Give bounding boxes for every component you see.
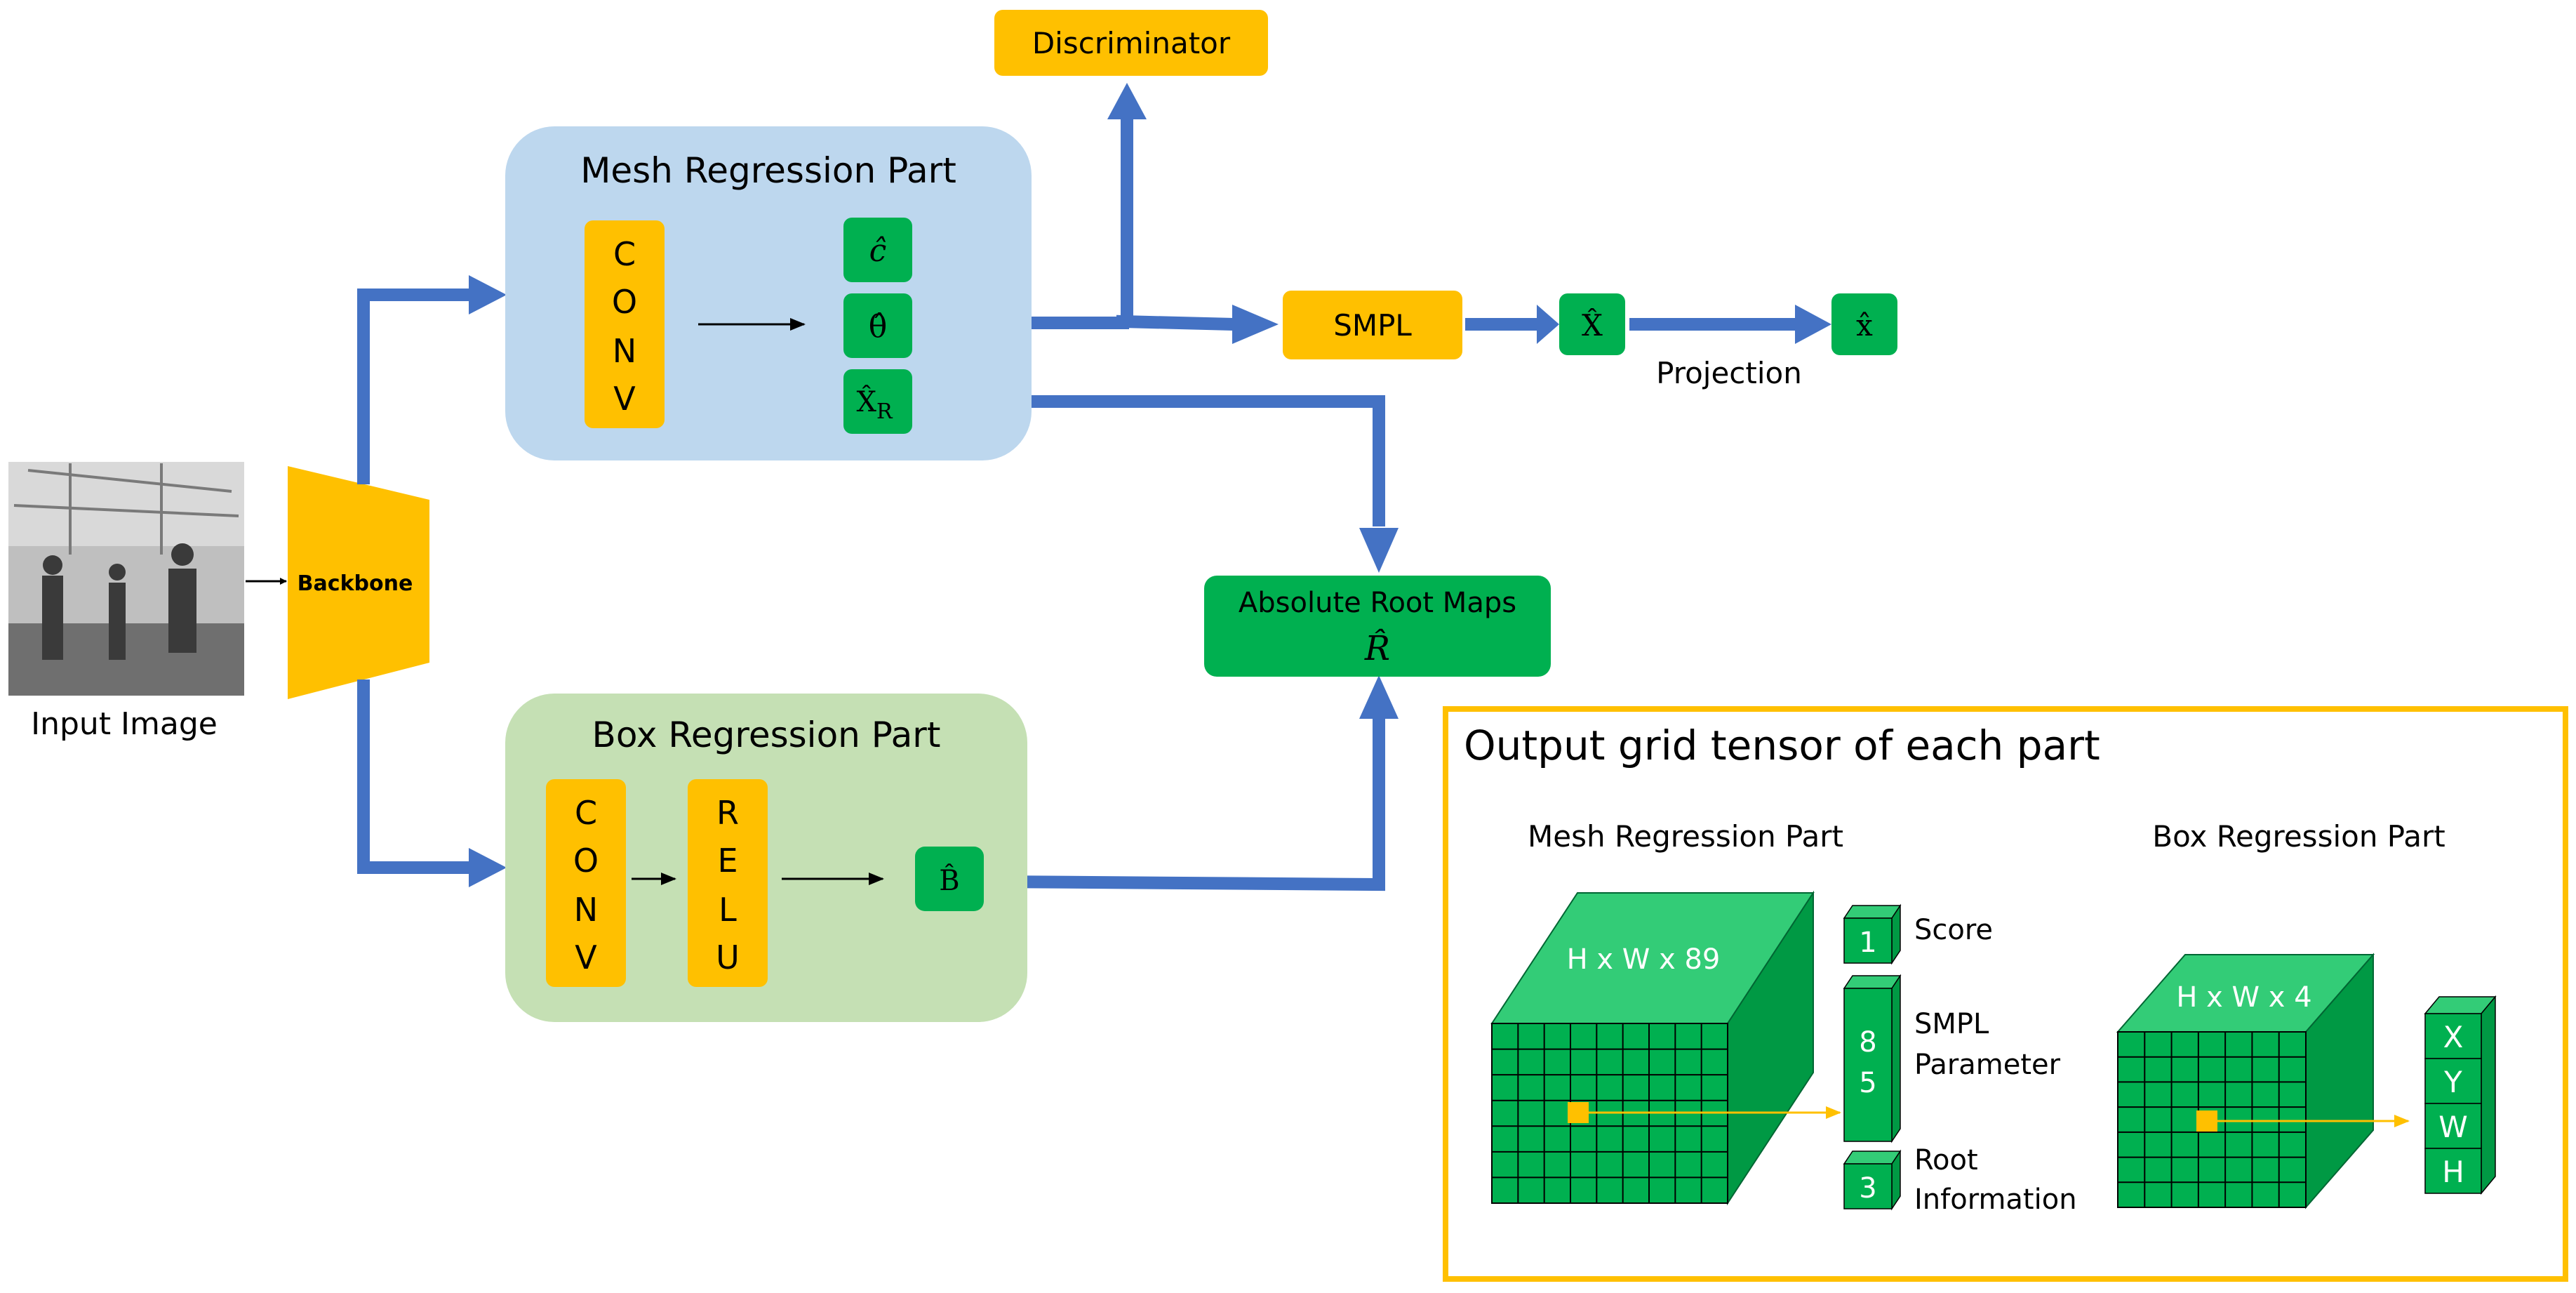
mesh-conv-block — [585, 220, 665, 428]
joints-2d-block — [1831, 293, 1897, 355]
mesh-channel-root-label-2: Information — [1914, 1183, 2077, 1216]
mesh-output-xr-label: X̂R — [856, 386, 893, 424]
blue-arrows — [357, 118, 1796, 891]
mesh-output-c — [843, 218, 912, 282]
mesh-output-theta — [843, 293, 912, 358]
box-relu-letter: U — [716, 939, 740, 976]
mesh-output-xr-main: X̂ — [856, 386, 876, 418]
input-image — [8, 462, 244, 696]
smpl-label: SMPL — [1333, 308, 1412, 343]
box-regression-title: Box Regression Part — [592, 715, 941, 755]
mesh-channel-score-label: Score — [1914, 914, 1993, 946]
mesh-regression-title: Mesh Regression Part — [580, 150, 956, 191]
box-relu-letter: L — [719, 891, 737, 929]
legend-box-title: Box Regression Part — [2152, 819, 2445, 854]
discriminator-label: Discriminator — [1032, 26, 1231, 60]
joints-3d-label: X̂ — [1582, 307, 1603, 343]
mesh-output-xr — [843, 369, 912, 434]
box-conv-letter: V — [575, 939, 597, 976]
absolute-root-maps-label: Absolute Root Maps — [1239, 587, 1516, 619]
box-conv-block — [546, 779, 626, 987]
legend-mesh-title: Mesh Regression Part — [1528, 819, 1843, 854]
mesh-channel-smpl-num-top: 8 — [1859, 1026, 1876, 1059]
box-cube-label: H x W x 4 — [2176, 981, 2311, 1014]
input-image-caption: Input Image — [31, 706, 218, 742]
projection-label: Projection — [1656, 356, 1802, 390]
mesh-conv-letter: O — [612, 283, 637, 321]
mesh-channel-root-num: 3 — [1859, 1172, 1876, 1205]
box-channel-label: X — [2443, 1020, 2464, 1054]
absolute-root-maps-block — [1204, 576, 1551, 677]
mesh-output-xr-sub: R — [876, 399, 893, 424]
box-conv-letter: O — [573, 842, 599, 880]
mesh-channel-score-num: 1 — [1859, 927, 1876, 959]
mesh-channel-score — [1843, 903, 1902, 965]
backbone-block — [288, 466, 429, 699]
box-relu-letter: R — [716, 794, 739, 832]
box-relu-block — [688, 779, 768, 987]
box-output-b — [915, 847, 984, 911]
discriminator-block — [994, 10, 1268, 76]
mesh-output-c-label: ĉ — [869, 233, 887, 269]
mesh-channel-root — [1843, 1149, 1902, 1211]
legend-title: Output grid tensor of each part — [1464, 722, 2100, 769]
joints-3d-block — [1559, 293, 1625, 355]
mesh-conv-letter: V — [613, 380, 636, 418]
legend-box — [1443, 706, 2568, 1282]
backbone-label: Backbone — [298, 571, 413, 596]
mesh-conv-letter: C — [613, 235, 636, 273]
mesh-output-theta-label: θ̂ — [869, 309, 888, 345]
mesh-channel-root-label-1: Root — [1914, 1144, 1978, 1176]
mesh-channel-smpl — [1843, 974, 1902, 1143]
mesh-conv-letter: N — [613, 332, 636, 370]
joints-2d-label: x̂ — [1856, 308, 1873, 343]
box-grid-cube — [2116, 953, 2375, 1209]
box-conv-letter: C — [575, 794, 597, 832]
mesh-grid-cube — [1490, 890, 1815, 1206]
box-channel-label: W — [2438, 1110, 2468, 1144]
box-conv-letter: N — [574, 891, 598, 929]
box-channel-stack — [2424, 995, 2497, 1195]
mesh-channel-smpl-label-2: Parameter — [1914, 1049, 2061, 1081]
box-channel-label: H — [2442, 1155, 2464, 1189]
mesh-channel-smpl-num-bottom: 5 — [1859, 1067, 1876, 1099]
box-channel-label: Y — [2443, 1065, 2462, 1099]
smpl-block — [1283, 291, 1462, 359]
box-relu-letter: E — [717, 842, 738, 880]
mesh-channel-smpl-label-1: SMPL — [1914, 1008, 1989, 1040]
box-output-b-label: B̂ — [939, 865, 959, 897]
blue-arrowheads — [469, 83, 1831, 887]
absolute-root-maps-symbol: R̂ — [1364, 628, 1390, 668]
mesh-cube-label: H x W x 89 — [1567, 943, 1721, 976]
